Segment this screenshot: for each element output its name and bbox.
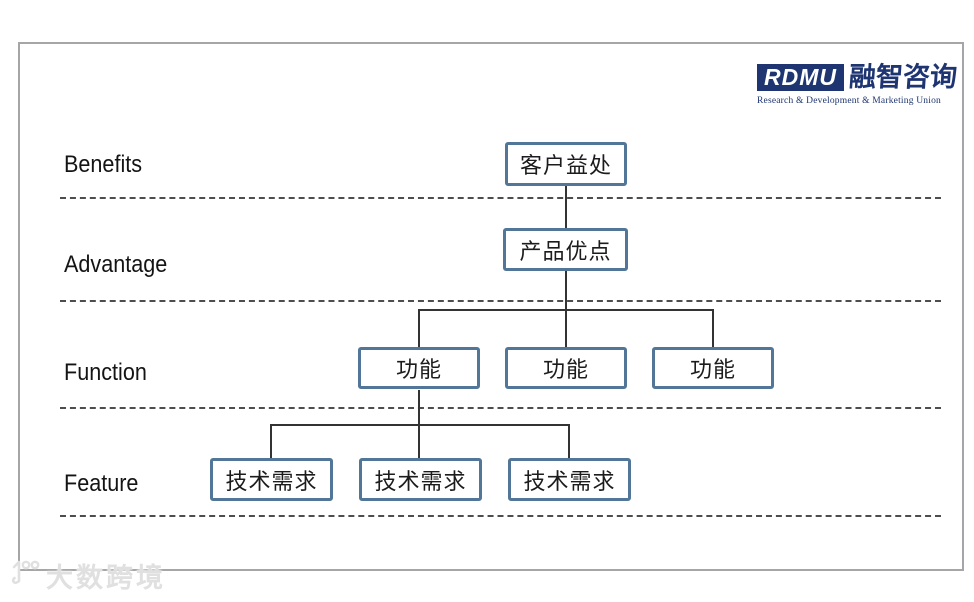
watermark-text: 大数跨境 [46, 563, 166, 593]
node-function-3: 功能 [652, 347, 774, 389]
node-function-2: 功能 [505, 347, 627, 389]
content-frame [18, 42, 964, 571]
connector-function-horizontal [418, 309, 714, 311]
rdmu-logo-name: 融智咨询 [847, 62, 959, 92]
connector-to-function-1 [418, 309, 420, 348]
connector-benefit-to-advantage [565, 186, 567, 229]
watermark-logo-icon [8, 557, 40, 594]
node-function-1: 功能 [358, 347, 480, 389]
rdmu-logo-subtitle: Research & Development & Marketing Union [757, 96, 941, 106]
node-feature-3: 技术需求 [508, 458, 631, 501]
rdmu-logo: RDMU 融智咨询 Research & Development & Marke… [757, 62, 958, 106]
connector-to-function-3 [712, 309, 714, 348]
separator-benefits-advantage [60, 197, 941, 199]
row-label-function: Function [64, 359, 147, 386]
separator-feature-bottom [60, 515, 941, 517]
row-label-advantage: Advantage [64, 251, 168, 278]
rdmu-logo-row: RDMU 融智咨询 [757, 62, 958, 92]
separator-advantage-function [60, 300, 941, 302]
connector-feature-horizontal [270, 424, 570, 426]
rdmu-logo-acronym: RDMU [757, 64, 844, 91]
node-feature-2: 技术需求 [359, 458, 482, 501]
connector-to-feature-1 [270, 424, 272, 459]
connector-to-feature-3 [568, 424, 570, 459]
node-customer-benefit: 客户益处 [505, 142, 627, 186]
row-label-benefits: Benefits [64, 151, 143, 178]
watermark: 大数跨境 [8, 556, 166, 595]
node-feature-1: 技术需求 [210, 458, 333, 501]
row-label-feature: Feature [64, 470, 139, 497]
node-product-advantage: 产品优点 [503, 228, 628, 271]
separator-function-feature [60, 407, 941, 409]
